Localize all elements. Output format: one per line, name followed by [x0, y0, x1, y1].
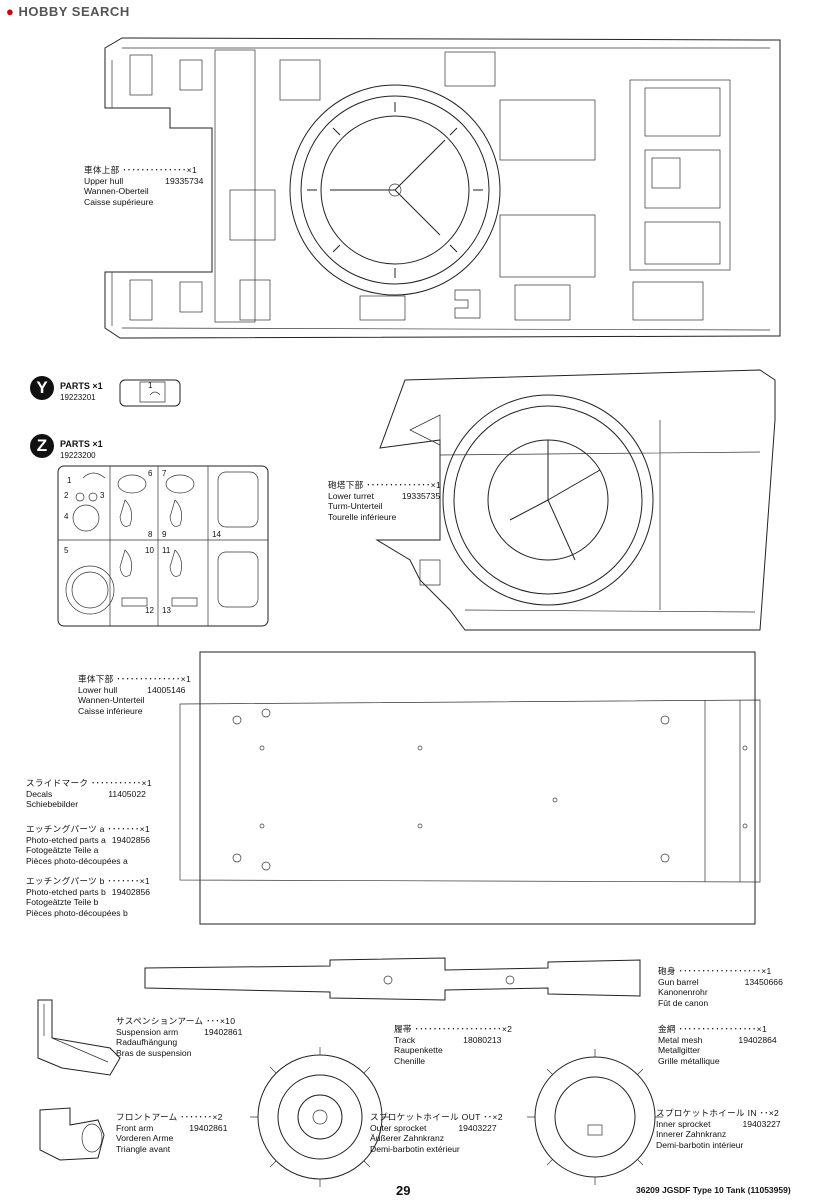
parts-y-title: PARTS ×1 — [60, 381, 103, 391]
parts-z-part-14: 14 — [212, 530, 221, 539]
page-number: 29 — [396, 1183, 411, 1198]
parts-z-part-11: 11 — [162, 546, 171, 555]
front-arm-drawing — [39, 1107, 105, 1161]
parts-z-part-7: 7 — [162, 469, 167, 478]
gun-barrel-drawing — [144, 957, 641, 1001]
parts-z-title: PARTS ×1 — [60, 439, 103, 449]
suspension-arm-drawing — [37, 999, 121, 1076]
inner-sprocket-drawing — [527, 1049, 663, 1185]
kit-reference: 36209 JGSDF Type 10 Tank (11053959) — [636, 1185, 791, 1195]
lower-hull-drawing — [179, 651, 761, 925]
parts-z-part-6: 6 — [148, 469, 153, 478]
parts-z-part-5: 5 — [64, 546, 69, 555]
lower-turret-drawing — [375, 369, 776, 631]
parts-y-part-1: 1 — [148, 381, 153, 390]
parts-z-part-8: 8 — [148, 530, 153, 539]
sprue-z — [57, 465, 269, 627]
parts-z-part-13: 13 — [162, 606, 171, 615]
parts-z-part-12: 12 — [145, 606, 154, 615]
photo-etched-b-label: エッチングパーツ b ･･･････×1 Photo-etched parts … — [26, 876, 151, 918]
parts-z-part-3: 3 — [100, 491, 105, 500]
watermark: ● HOBBY SEARCH — [6, 4, 130, 19]
parts-z-badge: Z — [30, 434, 54, 458]
parts-y-badge: Y — [30, 376, 54, 400]
parts-y-number: 19223201 — [60, 393, 96, 402]
parts-z-part-10: 10 — [145, 546, 154, 555]
upper-hull-drawing — [104, 37, 781, 339]
parts-z-part-2: 2 — [64, 491, 69, 500]
parts-z-part-1: 1 — [67, 476, 72, 485]
outer-sprocket-drawing — [250, 1047, 390, 1187]
parts-z-number: 19223200 — [60, 451, 96, 460]
sprue-y — [119, 379, 181, 407]
parts-z-part-4: 4 — [64, 512, 69, 521]
parts-z-part-9: 9 — [162, 530, 167, 539]
photo-etched-a-label: エッチングパーツ a ･･･････×1 Photo-etched parts … — [26, 824, 151, 866]
